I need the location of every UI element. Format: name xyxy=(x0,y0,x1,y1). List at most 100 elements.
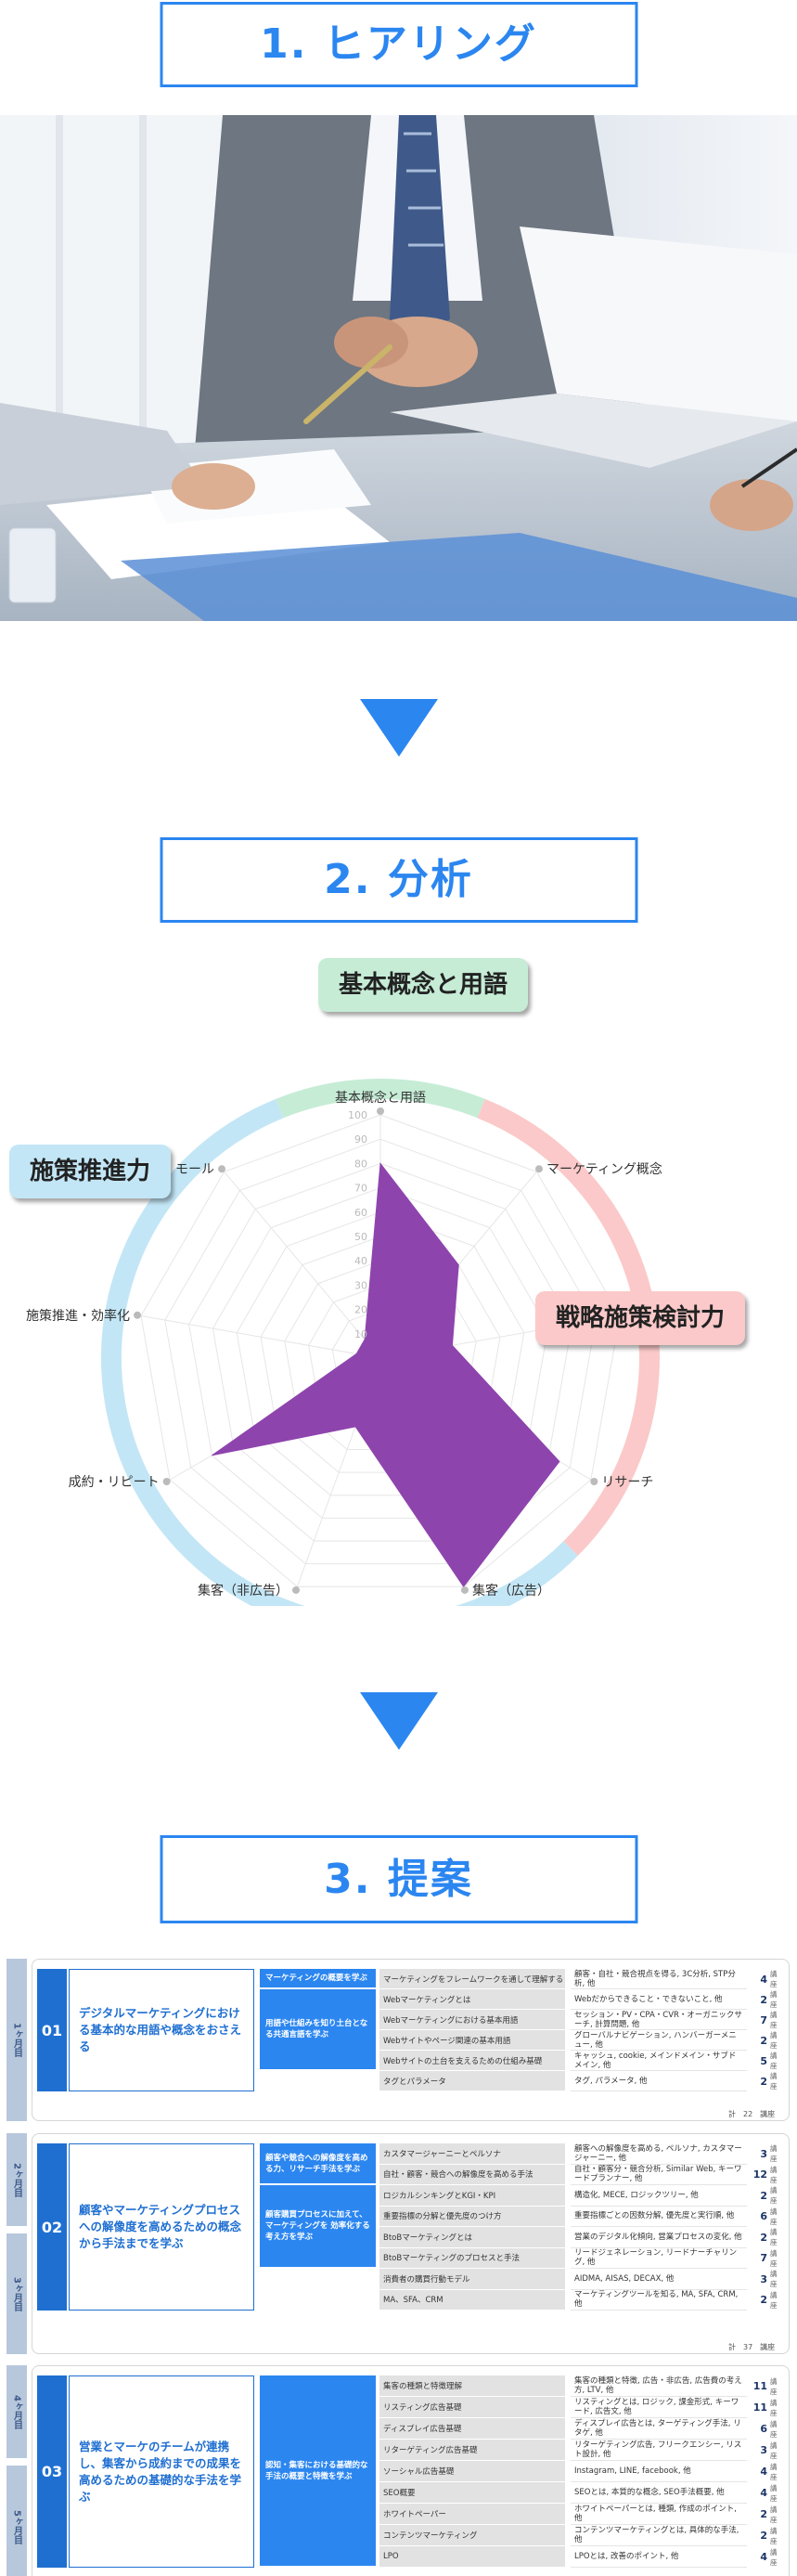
axis-dot xyxy=(162,1478,171,1485)
grid-ring xyxy=(140,1114,621,1587)
section-heading-analysis: 2. 分析 xyxy=(160,837,637,923)
row-topic: Webマーケティングとは xyxy=(379,1989,565,2010)
axis-label: 基本概念と用語 xyxy=(335,1090,426,1106)
row-detail: コンテンツマーケティングとは, 具体的な手法, 他 xyxy=(571,2525,747,2546)
grid-ring xyxy=(260,1236,501,1473)
row-detail: 集客の種類と特徴, 広告・非広告, 広告費の考え方, LTV, 他 xyxy=(571,2375,747,2397)
row-topic: カスタマージャーニーとペルソナ xyxy=(379,2143,565,2165)
row-unit: 講座 xyxy=(770,1990,778,2009)
row-unit: 講座 xyxy=(770,1970,778,1988)
row-topic: ソーシャル広告基礎 xyxy=(379,2461,565,2482)
row-topic: MA、SFA、CRM xyxy=(379,2289,565,2311)
tick-label: 20 xyxy=(354,1304,367,1316)
row-count: 2 xyxy=(760,2508,767,2520)
block-number: 01 xyxy=(37,1969,67,2091)
category-strategy-planning: 戦略施策検討力 xyxy=(535,1291,746,1345)
row-detail: Instagram, LINE, facebook, 他 xyxy=(571,2461,747,2482)
curriculum-row: Webサイトやページ関連の基本用語グローバルナビゲーション, ハンバーガーメニュ… xyxy=(379,2030,781,2051)
month-tab: 2ヶ月目 xyxy=(6,2133,27,2226)
row-count: 2 xyxy=(760,2034,767,2047)
row-count: 6 xyxy=(760,2423,767,2435)
tick-label: 90 xyxy=(354,1133,367,1146)
category-execution-power: 施策推進力 xyxy=(9,1145,172,1198)
row-topic: 消費者の購買行動モデル xyxy=(379,2269,565,2290)
row-unit: 講座 xyxy=(770,2462,778,2481)
row-topic: Webマーケティングにおける基本用語 xyxy=(379,2010,565,2030)
row-count: 11 xyxy=(752,2380,767,2392)
row-topic: ディスプレイ広告基礎 xyxy=(379,2418,565,2440)
row-detail: SEOとは, 本質的な概念, SEO手法概要, 他 xyxy=(571,2482,747,2504)
row-detail: グローバルナビゲーション, ハンバーガーメニュー, 他 xyxy=(571,2030,747,2051)
row-detail: ディスプレイ広告とは, ターゲティング手法, リタゲ, 他 xyxy=(571,2418,747,2440)
row-count: 2 xyxy=(760,2231,767,2244)
row-count: 3 xyxy=(760,2272,767,2285)
tick-label: 100 xyxy=(348,1109,367,1121)
row-unit: 講座 xyxy=(770,2031,778,2050)
row-unit: 講座 xyxy=(770,2270,778,2289)
grid-ring xyxy=(212,1187,549,1519)
axis-dot xyxy=(534,1165,543,1173)
month-tab: 1ヶ月目 xyxy=(6,1959,27,2121)
row-detail: 構造化, MECE, ロジックツリー, 他 xyxy=(571,2185,747,2207)
row-count: 4 xyxy=(760,2551,767,2563)
axis-label: 集客（広告） xyxy=(472,1583,550,1599)
tick-label: 70 xyxy=(354,1183,367,1195)
row-detail: AIDMA, AISAS, DECAX, 他 xyxy=(571,2269,747,2290)
axis-dot xyxy=(218,1165,226,1173)
row-topic: Webサイトの土台を支えるための仕組み基礎 xyxy=(379,2051,565,2071)
curriculum-row: リターゲティング広告基礎リターゲティング広告, フリークエンシー, リスト設計,… xyxy=(379,2440,781,2461)
row-detail: セッション・PV・CPA・CVR・オーガニックサーチ, 計算問題, 他 xyxy=(571,2010,747,2030)
row-detail: 顧客への解像度を高める, ペルソナ, カスタマージャーニー, 他 xyxy=(571,2143,747,2165)
row-unit: 講座 xyxy=(770,2547,778,2567)
row-unit: 講座 xyxy=(770,2483,778,2503)
row-detail: ホワイトペーパーとは, 種類, 作成のポイント, 他 xyxy=(571,2504,747,2525)
block-total: 計 37 講座 xyxy=(728,2343,776,2351)
row-detail: リターゲティング広告, フリークエンシー, リスト設計, 他 xyxy=(571,2440,747,2461)
curriculum-row: 自社・顧客・競合への解像度を高める手法自社・顧客分・競合分析, Similar … xyxy=(379,2164,781,2185)
row-detail: 重要指標ごとの因数分解, 優先度と実行順, 他 xyxy=(571,2207,747,2227)
row-topic: 重要指標の分解と優先度のつけ方 xyxy=(379,2206,565,2227)
row-count: 2 xyxy=(760,2530,767,2542)
block-number: 03 xyxy=(37,2375,67,2568)
block-title: デジタルマーケティングにおける基本的な用語や概念をおさえる xyxy=(69,1969,254,2091)
row-count: 2 xyxy=(760,1993,767,2006)
row-count: 4 xyxy=(760,2487,767,2499)
row-topic: タグとパラメータ xyxy=(379,2071,565,2091)
row-detail: リードジェネレーション, リードナーチャリング, 他 xyxy=(571,2248,747,2269)
axis-label: 施策推進・効率化 xyxy=(26,1308,130,1324)
section-heading-hearing: 1. ヒアリング xyxy=(160,2,637,87)
row-unit: 講座 xyxy=(770,2186,778,2206)
axis-spoke xyxy=(224,1171,381,1359)
axis-label: 集客（非広告） xyxy=(198,1583,289,1599)
row-unit: 講座 xyxy=(770,2440,778,2460)
tick-label: 30 xyxy=(354,1279,367,1291)
block-title: 顧客やマーケティングプロセスへの解像度を高めるための概念から手法までを学ぶ xyxy=(69,2143,254,2311)
row-detail: LPOとは, 改善のポイント, 他 xyxy=(571,2546,747,2568)
row-count: 7 xyxy=(760,2013,767,2026)
ring-segment-basic xyxy=(276,1079,485,1119)
row-topic: LPO xyxy=(379,2546,565,2568)
meeting-photo xyxy=(0,115,797,621)
row-topic: ロジカルシンキングとKGI・KPI xyxy=(379,2185,565,2207)
row-detail: 顧客・自社・競合視点を得る, 3C分析, STP分析, 他 xyxy=(571,1969,747,1989)
row-unit: 講座 xyxy=(770,2419,778,2439)
row-unit: 講座 xyxy=(770,2207,778,2226)
row-detail: タグ, パラメータ, 他 xyxy=(571,2071,747,2091)
grid-ring xyxy=(164,1138,597,1565)
grid-ring xyxy=(188,1162,572,1542)
goal-cell: マーケティングの概要を学ぶ xyxy=(260,1969,376,1987)
row-topic: BtoBマーケティングのプロセスと手法 xyxy=(379,2247,565,2269)
row-topic: Webサイトやページ関連の基本用語 xyxy=(379,2030,565,2051)
tick-label: 50 xyxy=(354,1231,367,1243)
